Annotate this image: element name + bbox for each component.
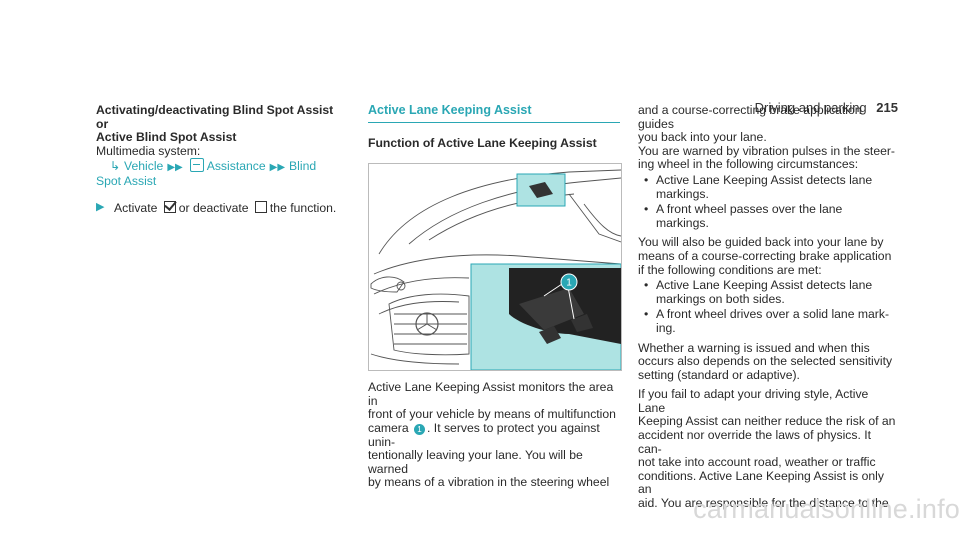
whether-line-2: occurs also depends on the selected sens… (638, 354, 893, 369)
nav-blind[interactable]: Blind (289, 159, 317, 174)
intro-line-2: you back into your lane. (638, 130, 767, 145)
para-line-5: by means of a vibration in the steering … (368, 475, 610, 490)
list-item: Active Lane Keeping Assist detects lane … (638, 173, 898, 201)
heading-line-1: Activating/deactivating Blind Spot Assis… (96, 103, 334, 131)
nav-vehicle[interactable]: Vehicle (124, 159, 164, 174)
para-line-1: Active Lane Keeping Assist monitors the … (368, 380, 614, 408)
whether-line-1: Whether a warning is issued and when thi… (638, 340, 870, 355)
lane-assist-paragraph: Active Lane Keeping Assist monitors the … (368, 380, 620, 490)
the-function-text: the function. (269, 200, 337, 215)
nav-assistance[interactable]: Assistance (206, 159, 266, 174)
fail-line-2: Keeping Assist can neither reduce the ri… (638, 414, 896, 429)
or-deactivate-text: or deactivate (178, 200, 249, 215)
whether-paragraph: Whether a warning is issued and when thi… (638, 340, 898, 383)
nav-path: ↳Vehicle▶▶Assistance▶▶Blind (96, 158, 341, 175)
guidance-conditions-list: Active Lane Keeping Assist detects lane … (638, 278, 898, 335)
list-item: A front wheel passes over the lane marki… (638, 202, 898, 230)
nav-spot-assist[interactable]: Spot Assist (96, 173, 157, 188)
fail-line-5: conditions. Active Lane Keeping Assist i… (638, 468, 884, 497)
empty-box-icon (254, 200, 267, 213)
double-chevron-icon: ▶▶ (167, 162, 183, 174)
figure-callout-1: 1 (566, 278, 572, 289)
car-camera-illustration: 1 (368, 163, 622, 372)
column-blind-spot: Activating/deactivating Blind Spot Assis… (96, 103, 341, 216)
fail-line-6: aid. You are responsible for the distanc… (638, 496, 889, 511)
guided-paragraph: You will also be guided back into your l… (638, 236, 898, 277)
header-section: Driving and parking (754, 100, 867, 115)
activation-text: Activate or deactivate the function. (114, 200, 337, 216)
page-number: 215 (876, 100, 898, 115)
activation-step: ▶ Activate or deactivate the function. (96, 200, 341, 216)
return-arrow-icon: ↳ (110, 159, 121, 174)
para-line-4: tentionally leaving your lane. You will … (368, 448, 583, 476)
guided-line-1: You will also be guided back into your l… (638, 235, 884, 250)
fail-line-4: not take into account road, weather or t… (638, 455, 876, 470)
fail-line-3: accident nor override the laws of physic… (638, 428, 872, 456)
para-line-3: camera 1. It serves to protect you again… (368, 420, 620, 449)
guided-line-3: if the following conditions are met: (638, 262, 822, 277)
warning-conditions-list: Active Lane Keeping Assist detects lane … (638, 173, 898, 230)
column-continued: and a course-correcting brake applicatio… (638, 103, 898, 511)
camera-word: camera (368, 420, 409, 435)
fail-line-1: If you fail to adapt your driving style,… (638, 387, 869, 415)
heading-line-2: Active Blind Spot Assist (96, 130, 237, 145)
intro-line-4: ing wheel in the following circumstances… (638, 157, 859, 172)
checked-box-icon (163, 200, 176, 213)
system-label: Multimedia system: (96, 143, 201, 158)
step-arrow-icon: ▶ (96, 200, 105, 213)
watermark: carmanualsonline.info (693, 494, 960, 524)
guided-line-2: means of a course-correcting brake appli… (638, 248, 892, 263)
subtitle: Function of Active Lane Keeping Assist (368, 135, 597, 150)
column-lane-keeping: Active Lane Keeping Assist Function of A… (368, 103, 622, 490)
list-item: Active Lane Keeping Assist detects lane … (638, 278, 898, 306)
activate-word: Activate (114, 200, 158, 215)
fail-paragraph: If you fail to adapt your driving style,… (638, 387, 898, 511)
section-title: Active Lane Keeping Assist (368, 103, 620, 123)
assistance-icon (189, 158, 204, 173)
double-chevron-icon: ▶▶ (269, 162, 286, 174)
whether-line-3: setting (standard or adaptive). (638, 367, 800, 382)
page-header: Driving and parking 215 (755, 100, 898, 115)
para-line-2: front of your vehicle by means of multif… (368, 407, 616, 422)
intro-line-3: You are warned by vibration pulses in th… (638, 143, 895, 158)
para-line-3-rest: . It serves to protect you against unin- (368, 420, 600, 449)
intro-line-1: and a course-correcting brake applicatio… (638, 103, 862, 131)
callout-1-icon: 1 (414, 423, 426, 435)
list-item: A front wheel drives over a solid lane m… (638, 307, 898, 335)
car-drawing: 1 (370, 169, 621, 371)
